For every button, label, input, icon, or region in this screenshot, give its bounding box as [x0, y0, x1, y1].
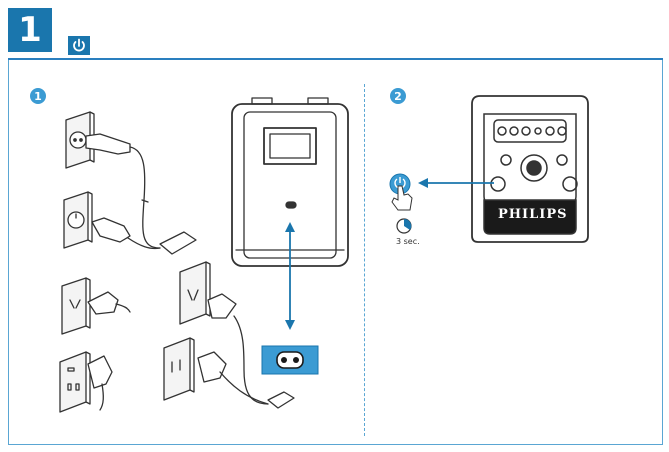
- ac-socket-callout: [261, 345, 319, 375]
- frame-top-rule: [8, 58, 663, 60]
- au-wall-socket: [61, 277, 91, 335]
- power-button-press: [389, 173, 413, 211]
- brand-logo: PHILIPS: [498, 207, 568, 222]
- panel-2-number: 2: [390, 88, 406, 104]
- panel-1-number: 1: [30, 88, 46, 104]
- power-press-arrow: [418, 178, 494, 188]
- step-number-badge: 1: [8, 8, 52, 52]
- speaker-rear: [231, 97, 349, 267]
- c7-connector-2: [267, 391, 295, 409]
- au-plug: [87, 291, 131, 315]
- au-wall-socket-2: [179, 261, 211, 325]
- us-wall-socket: [163, 337, 195, 401]
- power-icon-badge: [68, 36, 90, 55]
- speaker-front: [471, 95, 589, 243]
- eu-plug-2: [91, 217, 161, 250]
- timer-icon: [396, 218, 412, 234]
- c7-connector: [159, 231, 197, 255]
- uk-wall-socket: [59, 351, 91, 413]
- ac-input-arrow: [285, 222, 295, 330]
- hold-duration-label: 3 sec.: [396, 237, 420, 246]
- eu-wall-socket-2: [63, 191, 93, 249]
- us-plug: [197, 351, 269, 405]
- step-number: 1: [18, 10, 42, 50]
- eu-plug-1: [85, 133, 161, 249]
- uk-plug: [87, 355, 113, 411]
- power-icon: [73, 38, 85, 52]
- au-plug-2: [207, 293, 269, 405]
- panel-divider: [364, 84, 365, 436]
